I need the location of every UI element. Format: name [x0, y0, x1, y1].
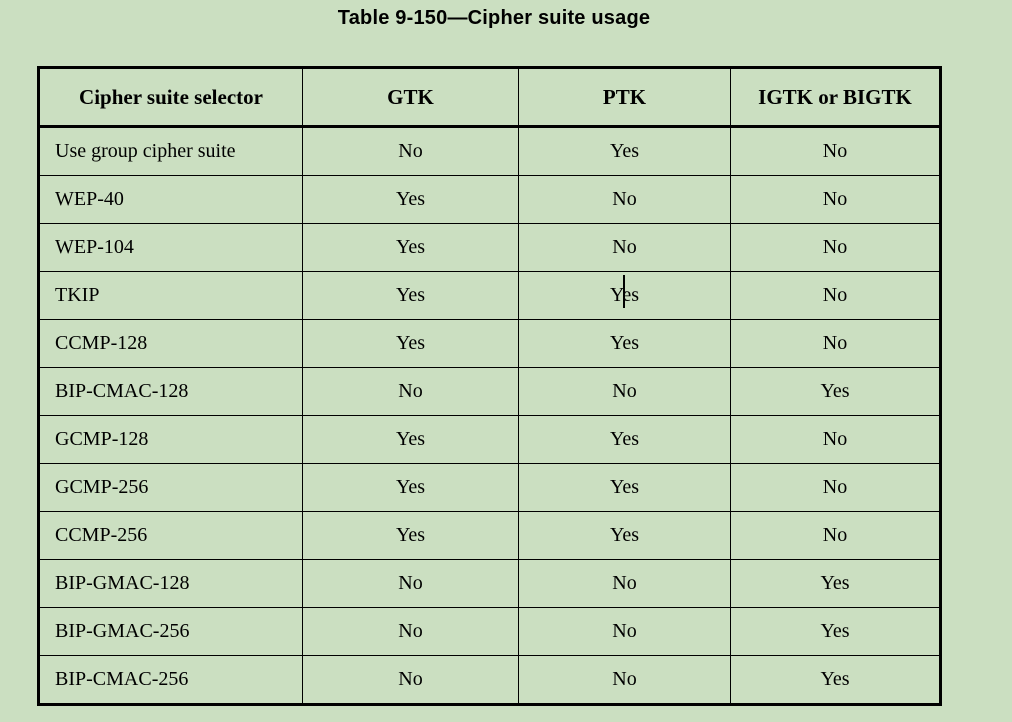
header-cipher-suite-selector: Cipher suite selector	[38, 67, 303, 128]
cell-igtk: No	[730, 511, 941, 560]
cell-gtk: Yes	[302, 415, 519, 464]
table-row: BIP-GMAC-256 No No Yes	[38, 607, 941, 656]
cell-igtk: No	[730, 271, 941, 320]
table-row: TKIP Yes Yes No	[38, 271, 941, 320]
cell-ptk: No	[518, 655, 731, 705]
table-row: WEP-104 Yes No No	[38, 223, 941, 272]
cell-selector: WEP-40	[38, 175, 303, 224]
cell-selector: Use group cipher suite	[38, 126, 303, 176]
cell-selector: BIP-GMAC-128	[38, 559, 303, 608]
header-gtk: GTK	[302, 67, 519, 128]
cell-gtk: Yes	[302, 223, 519, 272]
table-row: WEP-40 Yes No No	[38, 175, 941, 224]
cell-ptk: Yes	[518, 511, 731, 560]
cell-igtk: No	[730, 223, 941, 272]
cell-selector: TKIP	[38, 271, 303, 320]
cell-ptk: Yes	[518, 319, 731, 368]
table-row: BIP-GMAC-128 No No Yes	[38, 559, 941, 608]
table-row: GCMP-128 Yes Yes No	[38, 415, 941, 464]
cell-igtk: No	[730, 415, 941, 464]
cell-igtk: No	[730, 126, 941, 176]
cell-gtk: No	[302, 559, 519, 608]
cell-selector: BIP-GMAC-256	[38, 607, 303, 656]
cell-igtk: No	[730, 463, 941, 512]
cell-ptk: No	[518, 607, 731, 656]
table-header-row: Cipher suite selector GTK PTK IGTK or BI…	[38, 67, 941, 128]
cell-igtk: Yes	[730, 559, 941, 608]
cell-selector: CCMP-256	[38, 511, 303, 560]
header-igtk-or-bigtk: IGTK or BIGTK	[730, 67, 941, 128]
cell-igtk: No	[730, 319, 941, 368]
cell-gtk: Yes	[302, 319, 519, 368]
cell-gtk: Yes	[302, 175, 519, 224]
cell-ptk: No	[518, 559, 731, 608]
cell-ptk: Yes	[518, 415, 731, 464]
table-row: GCMP-256 Yes Yes No	[38, 463, 941, 512]
cell-selector: CCMP-128	[38, 319, 303, 368]
cell-ptk: No	[518, 175, 731, 224]
cell-gtk: No	[302, 655, 519, 705]
cell-selector: BIP-CMAC-128	[38, 367, 303, 416]
cell-igtk: Yes	[730, 607, 941, 656]
cell-gtk: No	[302, 607, 519, 656]
table-row: Use group cipher suite No Yes No	[38, 126, 941, 176]
cell-gtk: No	[302, 126, 519, 176]
table-row: CCMP-128 Yes Yes No	[38, 319, 941, 368]
cell-gtk: No	[302, 367, 519, 416]
cell-gtk: Yes	[302, 463, 519, 512]
cell-ptk: No	[518, 367, 731, 416]
cell-igtk: No	[730, 175, 941, 224]
text-cursor	[623, 275, 625, 308]
header-ptk: PTK	[518, 67, 731, 128]
cell-ptk[interactable]: Yes	[518, 271, 731, 320]
table-title: Table 9-150—Cipher suite usage	[337, 7, 651, 29]
cell-ptk: Yes	[518, 463, 731, 512]
table-row: CCMP-256 Yes Yes No	[38, 511, 941, 560]
cell-igtk: Yes	[730, 655, 941, 705]
cipher-suite-table: Cipher suite selector GTK PTK IGTK or BI…	[37, 66, 942, 706]
cell-selector: GCMP-128	[38, 415, 303, 464]
cell-selector: BIP-CMAC-256	[38, 655, 303, 705]
cell-igtk: Yes	[730, 367, 941, 416]
cell-selector: WEP-104	[38, 223, 303, 272]
cell-gtk: Yes	[302, 271, 519, 320]
cell-ptk: Yes	[518, 126, 731, 176]
table-row: BIP-CMAC-128 No No Yes	[38, 367, 941, 416]
cell-selector: GCMP-256	[38, 463, 303, 512]
table-row: BIP-CMAC-256 No No Yes	[38, 655, 941, 705]
cell-gtk: Yes	[302, 511, 519, 560]
cell-ptk: No	[518, 223, 731, 272]
